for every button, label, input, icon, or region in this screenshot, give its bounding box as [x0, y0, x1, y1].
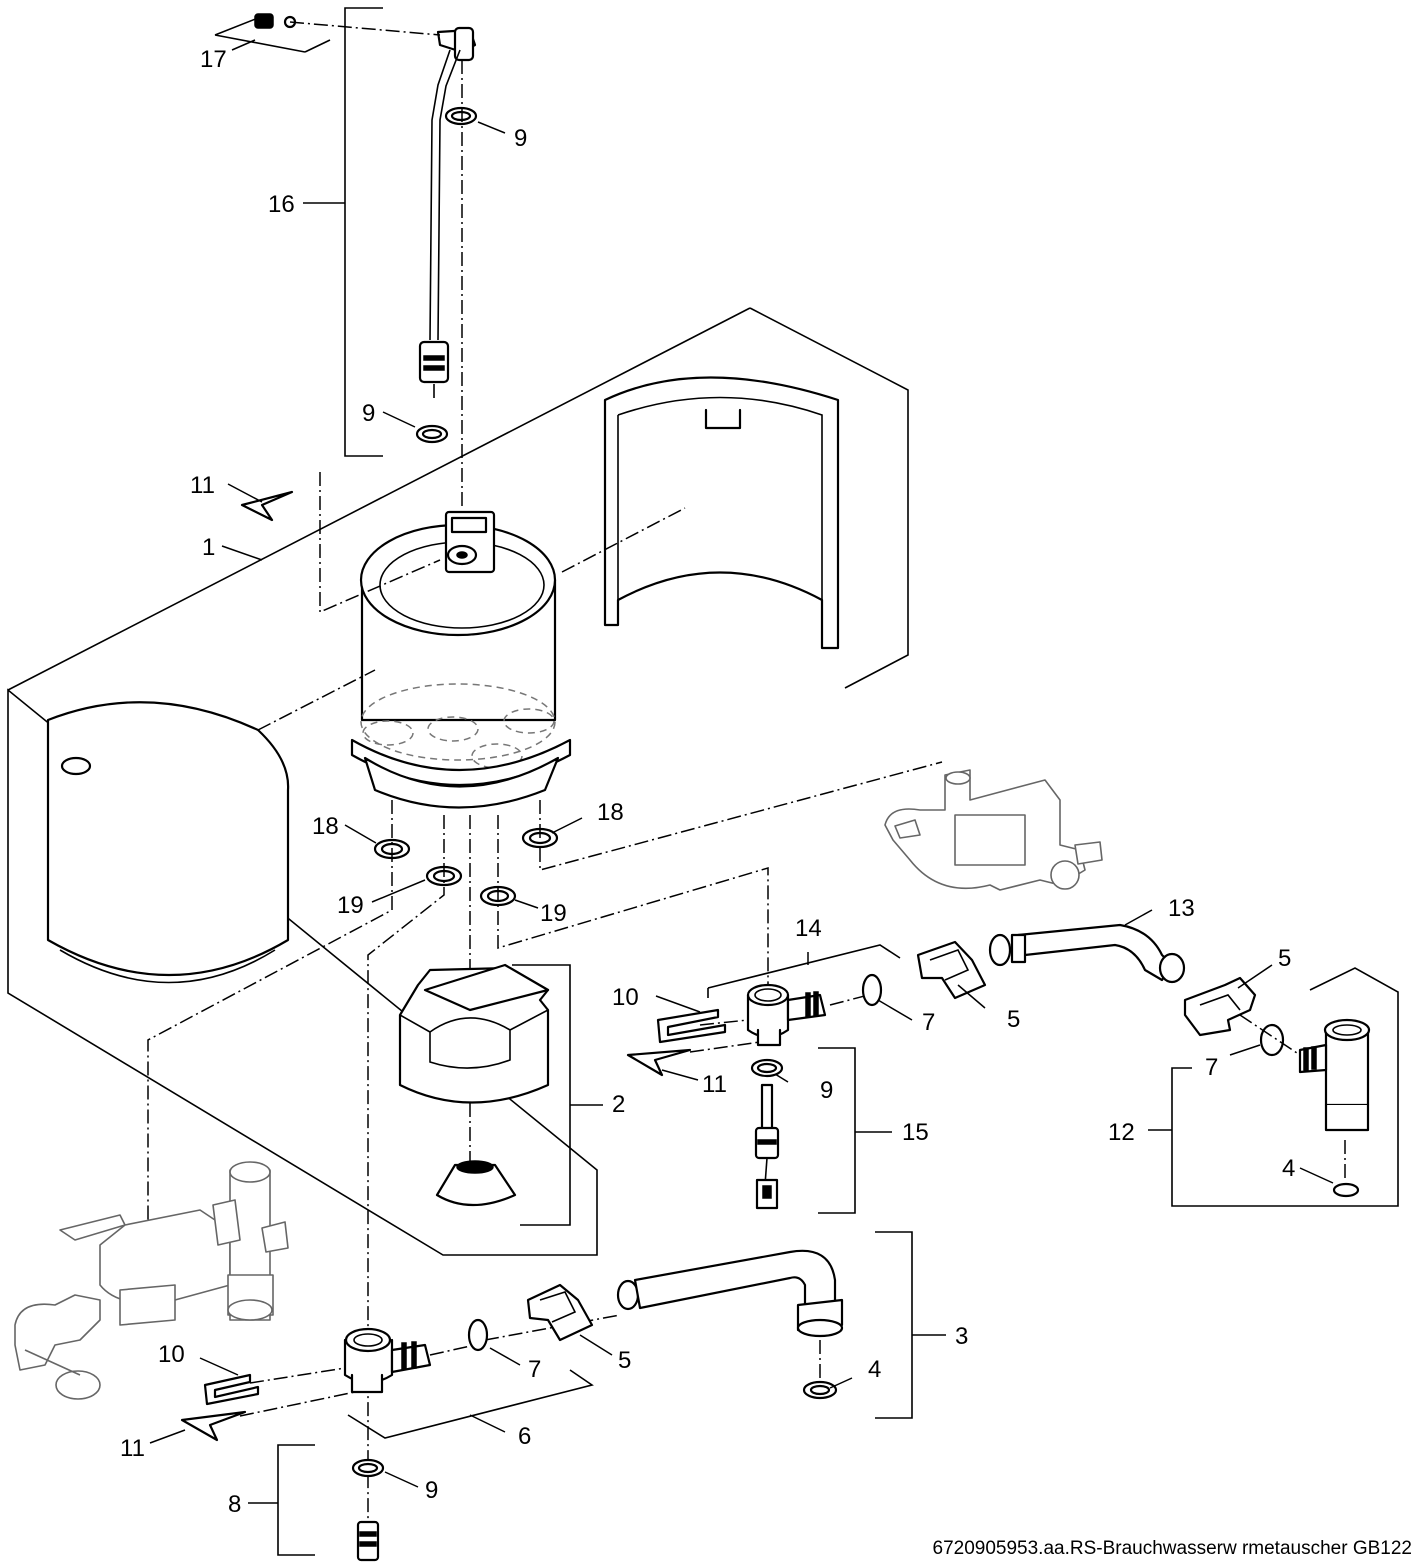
- hydraulic-block-ghost-lower: [14, 1161, 289, 1400]
- bracket-14: [707, 944, 901, 998]
- insulation-half-shell-upper: [603, 376, 840, 650]
- part-11-clip-middle: [626, 1048, 692, 1077]
- bracket-2: [512, 964, 571, 1226]
- part-10-clip-lower: [203, 1373, 260, 1406]
- callout-1: 1: [202, 534, 215, 561]
- drawing-reference-number: 6720905953.aa.RS-Brauchwasserw rmetausch…: [933, 1538, 1413, 1559]
- callout-9-bottom: 9: [425, 1477, 438, 1504]
- leader-lines: [149, 39, 1334, 1504]
- callout-2: 2: [612, 1091, 625, 1118]
- callout-18-left: 18: [312, 813, 339, 840]
- callout-9-upper-left: 9: [362, 400, 375, 427]
- part-2-insulation-block: [398, 963, 550, 1207]
- washer-4-right: [1332, 1182, 1360, 1198]
- callout-18-right: 18: [597, 799, 624, 826]
- hydraulic-block-ghost-upper: [884, 769, 1103, 891]
- part-5-clamp-upper: [916, 940, 987, 1000]
- callout-19-right: 19: [540, 900, 567, 927]
- callout-10-upper: 10: [612, 984, 639, 1011]
- bracket-6: [347, 1369, 594, 1439]
- o-ring-7-right: [1259, 1023, 1285, 1057]
- part-3-pipe: [616, 1249, 844, 1338]
- callout-7-upper: 7: [922, 1009, 935, 1036]
- part-12-air-vent: [1298, 1018, 1371, 1132]
- part-8-drain-plug: [356, 1520, 380, 1562]
- callout-8: 8: [228, 1491, 241, 1518]
- callout-12: 12: [1108, 1119, 1135, 1146]
- group-1-outline-upper: [7, 307, 751, 691]
- part-10-clip-upper: [656, 1008, 727, 1044]
- part-5-clamp-lower: [526, 1283, 594, 1342]
- bracket-8: [277, 1444, 315, 1556]
- callout-14: 14: [795, 915, 822, 942]
- callout-11-middle: 11: [702, 1071, 727, 1098]
- callout-11-top: 11: [190, 472, 215, 499]
- callout-5-upper: 5: [1007, 1006, 1020, 1033]
- callout-labels: 17 9 16 9 11 1 18 18 19 19 14 13 5 10 7 …: [120, 46, 1295, 1518]
- callout-6: 6: [518, 1423, 531, 1450]
- callout-7-lower: 7: [528, 1356, 541, 1383]
- part-13-pipe: [1010, 923, 1186, 984]
- callout-19-left: 19: [337, 892, 364, 919]
- o-ring-7-upper: [861, 973, 883, 1007]
- bracket-3: [875, 1231, 913, 1419]
- part-14-tee-fitting: [746, 983, 827, 1047]
- part-5-clamp-right: [1183, 976, 1257, 1037]
- callout-9-top: 9: [514, 125, 527, 152]
- callout-5-lower: 5: [618, 1347, 631, 1374]
- part-16-sensor-pipe: [418, 26, 477, 398]
- callout-15: 15: [902, 1119, 929, 1146]
- part-1-tank: [350, 510, 572, 809]
- bracket-15: [818, 1047, 856, 1214]
- callout-10-lower: 10: [158, 1341, 185, 1368]
- insulation-half-shell-lower: [46, 701, 290, 976]
- bracket-12: [1171, 967, 1399, 1207]
- part-11-clip-top: [240, 490, 294, 522]
- callout-13: 13: [1168, 895, 1195, 922]
- callout-3: 3: [955, 1323, 968, 1350]
- callout-16: 16: [268, 191, 295, 218]
- part-17-vent-screw: [214, 13, 331, 53]
- callout-7-right: 7: [1205, 1054, 1218, 1081]
- part-6-tee-fitting: [343, 1327, 432, 1394]
- callout-11-lower: 11: [120, 1435, 145, 1462]
- callout-17: 17: [200, 46, 227, 73]
- o-ring-7-lower: [467, 1318, 489, 1352]
- callout-5-right: 5: [1278, 945, 1291, 972]
- part-15-temperature-sensor: [750, 1058, 784, 1210]
- callout-9-middle: 9: [820, 1077, 833, 1104]
- callout-4-right: 4: [1282, 1155, 1295, 1182]
- bracket-16: [344, 7, 383, 457]
- callout-4-lower: 4: [868, 1356, 881, 1383]
- part-11-clip-lower: [180, 1410, 247, 1442]
